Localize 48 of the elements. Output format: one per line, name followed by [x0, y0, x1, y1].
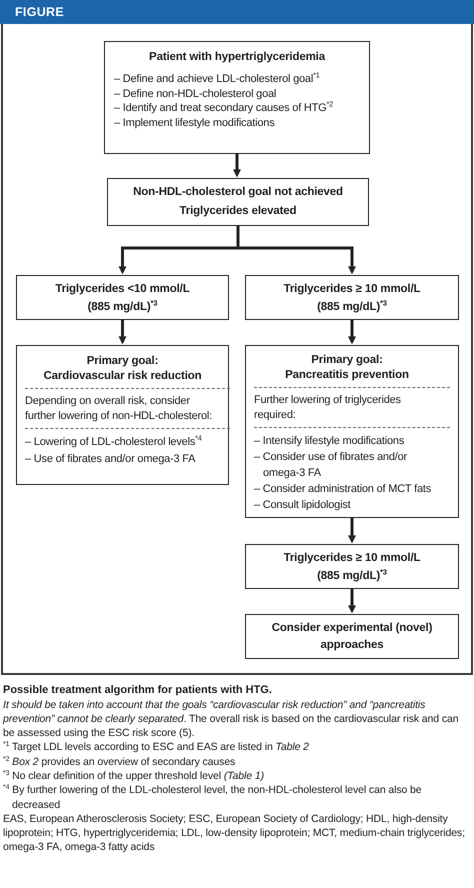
- footnote: $^{*4}$ By further lowering of the LDL-cholesterol level, the non-HDL-cholesterol level can also be decreased: [3, 783, 423, 812]
- list-item: – Consider administration of MCT fats: [254, 482, 432, 497]
- arrow: [236, 226, 356, 274]
- box-heading: Pancreatitis prevention: [284, 368, 410, 383]
- condition-text: (885 mg/dL)$^{*3}$: [86, 298, 158, 314]
- list-item: – Consider use of fibrates and/or omega-3 FA: [254, 450, 408, 481]
- box-text: Depending on overall risk, consider further lowering of non-HDL-cholesterol:: [25, 394, 214, 424]
- condition-text: (885 mg/dL)$^{*3}$: [316, 566, 388, 584]
- box-heading: Cardiovascular risk reduction: [42, 369, 202, 384]
- process-box: [245, 275, 459, 320]
- process-box: [16, 345, 229, 485]
- list-item: – Implement lifestyle modifications: [114, 116, 276, 130]
- arrow: [348, 589, 356, 614]
- arrow: [233, 154, 241, 178]
- list-item: – Define and achieve LDL-cholesterol goal$^{*1}$: [114, 72, 321, 86]
- box-text: Further lowering of triglycerides required:: [254, 393, 402, 423]
- process-box: [245, 544, 459, 589]
- list-item: – Lowering of LDL-cholesterol levels$^{*4}$: [25, 434, 203, 450]
- condition-text: Triglycerides <10 mmol/L: [54, 282, 191, 296]
- condition-text: Non-HDL-cholesterol goal not achieved: [132, 185, 344, 200]
- process-box: [104, 41, 370, 154]
- box-heading: Patient with hypertriglyceridemia: [148, 50, 326, 65]
- process-box: [16, 275, 229, 320]
- condition-text: Triglycerides ≥ 10 mmol/L: [282, 282, 422, 296]
- list-item: – Consult lipidologist: [254, 498, 352, 513]
- arrow: [348, 518, 356, 544]
- caption-note: It should be taken into account that the goals “cardiovascular risk reduction” and “pancreatitis prevention” cannot be clearly separated. The overall risk is based on the cardiovascular risk and can be assessed using the ESC risk score (5).: [3, 698, 460, 740]
- footnote: $^{*2}$ Box 2 provides an overview of secondary causes: [3, 754, 236, 769]
- process-box: [107, 178, 369, 226]
- figure-title: FIGURE: [15, 5, 64, 19]
- footnote: $^{*3}$ No clear definition of the upper threshold level (Table 1): [3, 768, 265, 784]
- process-box: [245, 614, 459, 659]
- arrow: [118, 320, 126, 344]
- figure-caption: Possible treatment algorithm for patients with HTG.: [3, 683, 273, 698]
- arrow: [348, 320, 356, 344]
- condition-text: (885 mg/dL)$^{*3}$: [316, 298, 388, 314]
- condition-text: Triglycerides ≥ 10 mmol/L: [282, 550, 422, 566]
- abbreviation-list: EAS, European Atherosclerosis Society; ESC, European Society of Cardiology; HDL, high-density lipoprotein; HTG, hypertriglyceridemia; LDL, low-density lipoprotein; MCT, medium-chain triglycerides; omega-3 FA, omega-3 fatty acids: [3, 812, 470, 855]
- box-heading: Primary goal:: [310, 353, 384, 368]
- list-item: – Intensify lifestyle modifications: [254, 434, 406, 449]
- box-heading: Primary goal:: [86, 354, 160, 369]
- condition-text: Consider experimental (novel) approaches: [270, 620, 434, 652]
- list-item: – Identify and treat secondary causes of HTG$^{*2}$: [114, 101, 334, 116]
- list-item: – Define non-HDL-cholesterol goal: [114, 86, 278, 101]
- process-box: [245, 345, 459, 518]
- footnote: $^{*1}$ Target LDL levels according to ESC and EAS are listed in Table 2: [3, 740, 310, 755]
- condition-text: Triglycerides elevated: [178, 204, 298, 219]
- list-item: – Use of fibrates and/or omega-3 FA: [25, 452, 196, 467]
